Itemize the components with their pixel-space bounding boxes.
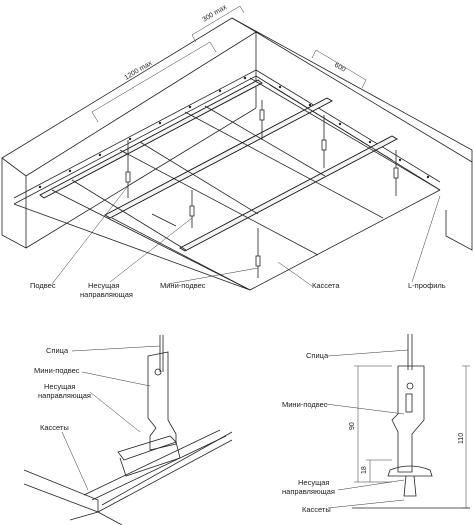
cassette-edge-right (97, 431, 233, 513)
label-main-runner-2: направляющая (80, 290, 133, 299)
label-main-runner-right-1: Несущая (298, 478, 330, 487)
label-mini-hanger: Мини-подвес (160, 281, 206, 290)
mini-hanger-front-view: 90 18 110 Спица Мини-подвес Несущая напр… (282, 334, 470, 514)
label-main-runner-left-1: Несущая (44, 382, 76, 391)
right-wall (231, 17, 473, 163)
front-dimensions (354, 365, 470, 509)
grid-line-5 (111, 217, 251, 291)
isometric-ceiling-view: 1200 max 300 max 600 Подвес Несущая напр… (1, 4, 473, 299)
label-main-runner-left-2: направляющая (38, 391, 91, 400)
label-rod-right: Спица (306, 351, 329, 360)
mini-hanger-plate (147, 351, 177, 451)
label-mini-hanger-right: Мини-подвес (282, 400, 328, 409)
l-profile-right (255, 69, 441, 191)
label-cassettes-right: Кассеты (302, 505, 331, 514)
runner-flange (83, 429, 227, 501)
dim-1200-label: 1200 max (123, 60, 153, 82)
runner-profile (117, 435, 177, 461)
grid-line-1 (71, 179, 187, 251)
hanger-hole (154, 368, 162, 376)
l-profile-left (13, 69, 257, 205)
label-cassette: Кассета (312, 281, 340, 290)
hanger-hole-front (406, 382, 414, 390)
label-mini-hanger-left: Мини-подвес (34, 366, 80, 375)
dimension-1200: 1200 max (91, 41, 217, 123)
dimension-300: 300 max (191, 4, 245, 43)
rod-front (407, 334, 413, 370)
left-wall-face (1, 158, 27, 249)
dim-600-label: 600 (333, 62, 347, 74)
label-hanger: Подвес (30, 281, 56, 290)
grid-line-3 (204, 105, 326, 177)
label-l-profile: L-профиль (408, 281, 446, 290)
bottom-right-leaders (325, 349, 409, 509)
dim-90-label: 90 (349, 422, 356, 430)
hangers (125, 100, 399, 278)
grid-line-4 (269, 84, 393, 161)
top-leaders (51, 185, 441, 287)
label-cassettes-left: Кассеты (40, 423, 69, 432)
dim-18-label: 18 (361, 466, 368, 474)
grid-line-2 (139, 141, 259, 215)
label-main-runner-1: Несущая (88, 281, 120, 290)
runner-stem (403, 475, 417, 497)
cross-runners (51, 77, 441, 291)
mini-hanger-body (391, 365, 425, 473)
hanger-slot (405, 393, 413, 413)
cassette-bottom (69, 511, 123, 525)
label-rod-left: Спица (46, 346, 69, 355)
grid-outer-edge (13, 189, 441, 291)
bottom-left-leaders (61, 345, 161, 491)
label-main-runner-right-2: направляющая (282, 487, 335, 496)
left-wall-bottom-edge (25, 107, 257, 249)
wall-fasteners (38, 76, 430, 189)
main-runners (39, 79, 398, 252)
cassette-edge-left (23, 469, 99, 513)
dim-300-label: 300 max (201, 4, 228, 24)
dim-110-label: 110 (458, 433, 465, 444)
mini-hanger-perspective-view: Спица Мини-подвес Несущая направляющая К… (23, 335, 233, 525)
runner-cross-section (387, 465, 433, 477)
right-wall-face (445, 162, 473, 251)
